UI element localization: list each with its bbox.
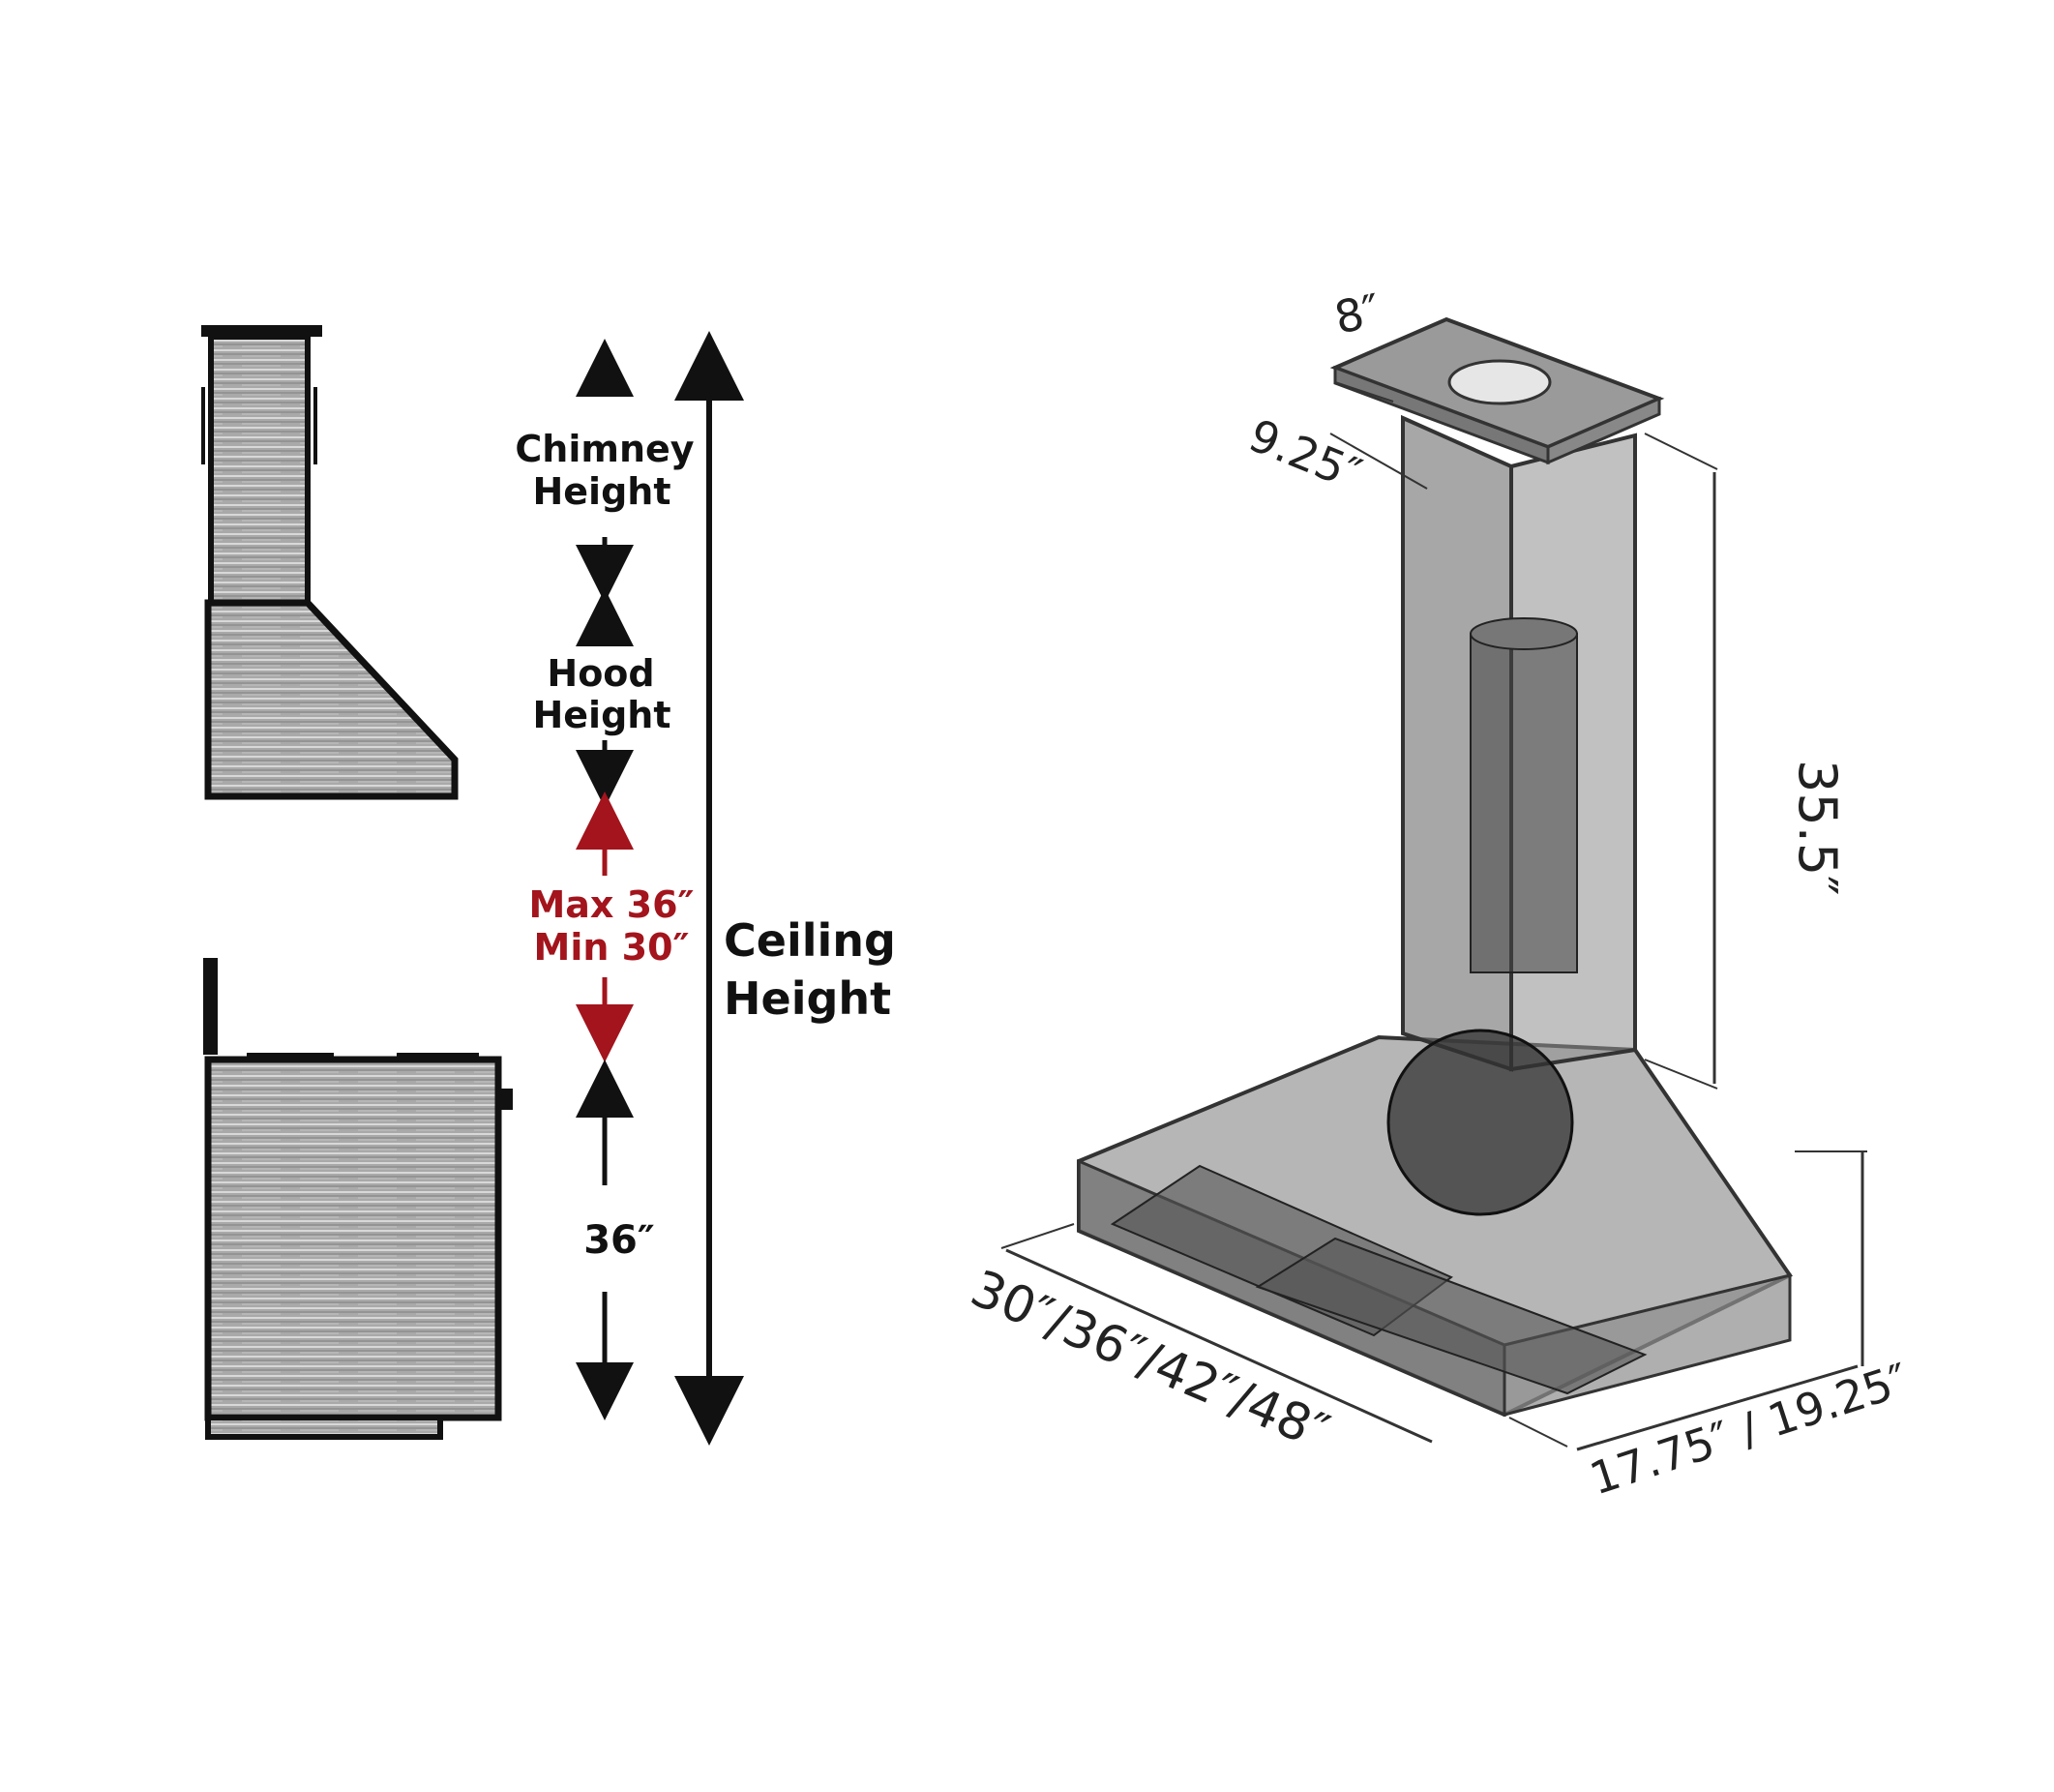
side-hood-drawing: [201, 325, 459, 800]
hood-width-line: [1005, 1248, 1433, 1444]
side-range-drawing: [203, 958, 513, 1440]
ceiling-label-1: Ceiling: [724, 914, 896, 967]
side-chimney: [208, 334, 311, 606]
range-backguard: [203, 958, 218, 1055]
hood-label-1: Hood: [547, 652, 654, 695]
hood-depth-line: [1508, 1417, 1568, 1448]
chimney-label-2: Height: [532, 470, 670, 513]
hood-label-2: Height: [532, 694, 670, 736]
clearance-min-label: Min 30″: [534, 926, 690, 969]
top-width-label: 8″: [1330, 284, 1385, 343]
iso-blower: [1470, 633, 1578, 973]
iso-hood-drawing: [1077, 316, 1793, 1418]
chimney-height-label: 35.5″: [1787, 760, 1848, 895]
iso-dimension-lines: [1000, 381, 1867, 1451]
side-hood-body: [204, 599, 459, 800]
ceiling-label-2: Height: [724, 972, 891, 1025]
clearance-max-label: Max 36″: [528, 883, 694, 926]
counter-height-label: 36″: [583, 1218, 655, 1263]
range-drawer: [205, 1415, 443, 1440]
side-labels: Chimney Height Hood Height Max 36″ Min 3…: [515, 428, 896, 1263]
range-body: [204, 1056, 502, 1421]
dimension-arrows: [576, 331, 744, 1446]
top-depth-label: 9.25″: [1241, 408, 1368, 500]
chimney-label-1: Chimney: [515, 428, 694, 470]
